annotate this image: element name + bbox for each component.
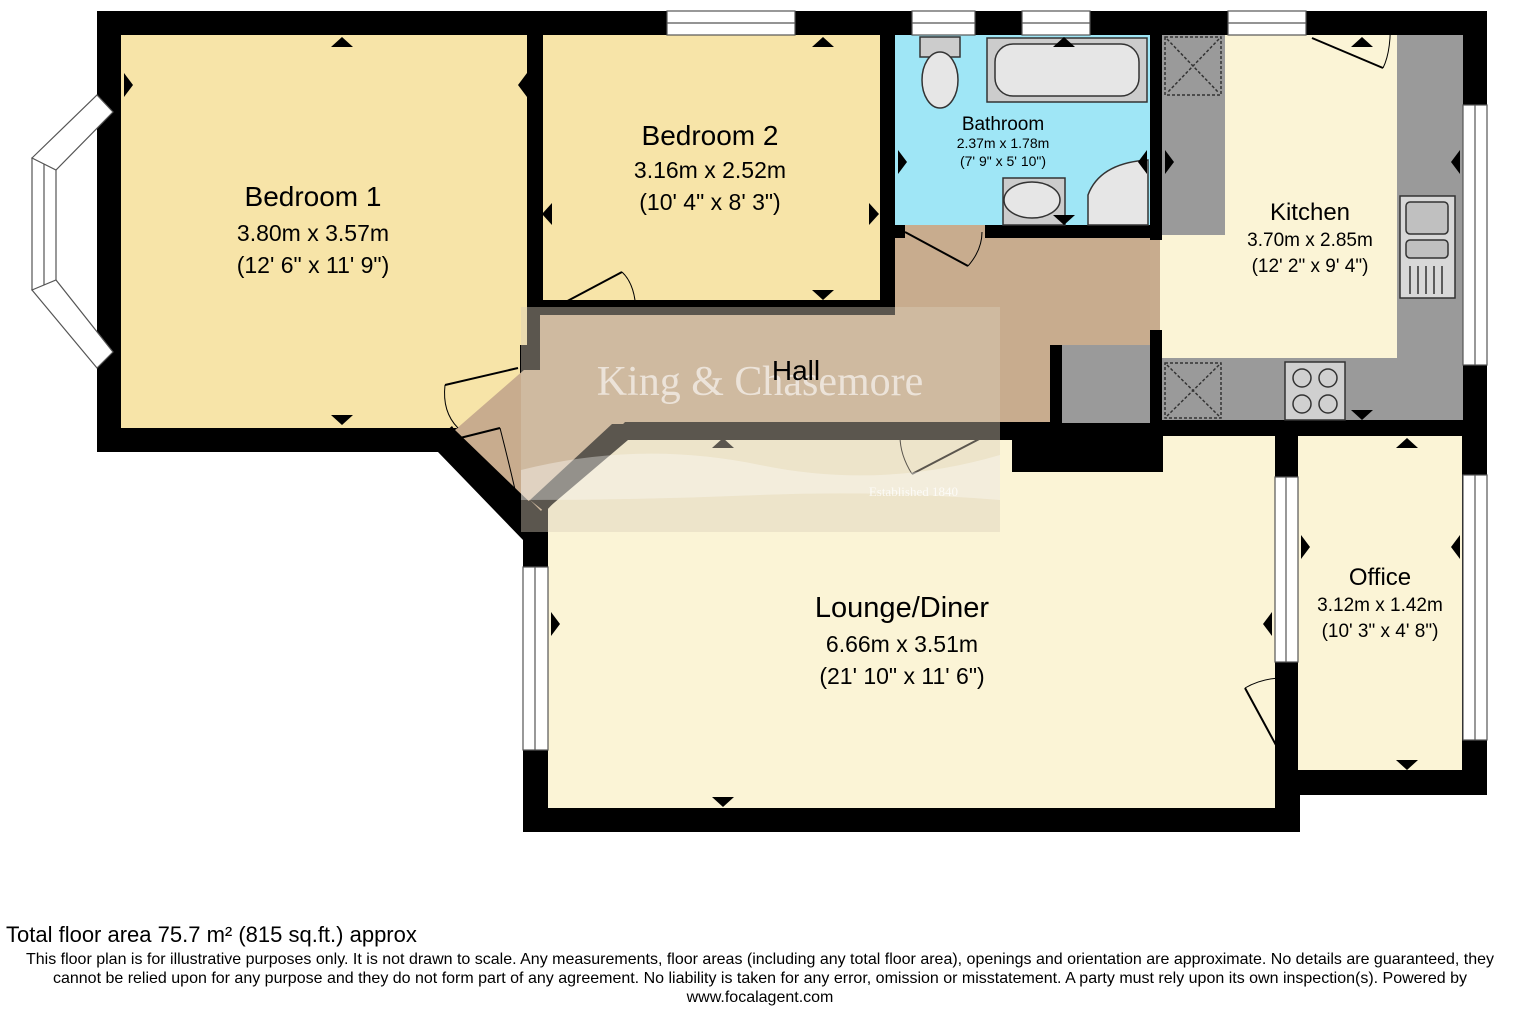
watermark-panel xyxy=(521,307,1000,532)
kitchen-appliances xyxy=(1164,36,1456,421)
bedroom1-imperial: (12' 6" x 11' 9") xyxy=(237,252,390,278)
office-imperial: (10' 3" x 4' 8") xyxy=(1322,621,1439,642)
bathroom-metric: 2.37m x 1.78m xyxy=(957,135,1050,151)
total-floor-area: Total floor area 75.7 m² (815 sq.ft.) ap… xyxy=(6,922,417,947)
watermark: King & Chasemore Established 1840 xyxy=(521,307,1000,532)
bathroom-name: Bathroom xyxy=(962,114,1044,135)
kitchen-name: Kitchen xyxy=(1270,199,1350,226)
shower-tray xyxy=(1087,159,1149,226)
lounge-floor xyxy=(548,436,1275,808)
toilet-bowl xyxy=(921,51,959,109)
bedroom1-floor xyxy=(121,35,527,428)
footer: Total floor area 75.7 m² (815 sq.ft.) ap… xyxy=(6,922,1514,1007)
watermark-established: Established 1840 xyxy=(869,484,958,499)
lounge-imperial: (21' 10" x 11' 6") xyxy=(819,663,984,689)
hob xyxy=(1284,361,1346,421)
kitchen-imperial: (12' 2" x 9' 4") xyxy=(1252,256,1369,277)
windows xyxy=(30,10,1488,751)
interior-walls xyxy=(438,35,1463,802)
bedroom2-metric: 3.16m x 2.52m xyxy=(634,157,786,183)
office-name: Office xyxy=(1349,564,1411,591)
bedroom1-name: Bedroom 1 xyxy=(245,181,382,212)
bathroom-fixtures xyxy=(919,36,1149,226)
extractor-box xyxy=(1164,36,1222,96)
appliance-box xyxy=(1164,362,1222,419)
watermark-brand: King & Chasemore xyxy=(597,359,924,405)
hall-name: Hall xyxy=(772,355,820,386)
floor-plan: King & Chasemore Established 1840 Bedroo… xyxy=(30,10,1488,832)
dimension-markers xyxy=(124,37,1460,807)
hall-floor xyxy=(455,225,1160,512)
lounge-metric: 6.66m x 3.51m xyxy=(826,631,978,657)
office-floor xyxy=(1298,436,1462,770)
office-metric: 3.12m x 1.42m xyxy=(1317,595,1443,616)
bedroom2-floor xyxy=(543,35,880,300)
room-labels: Bedroom 1 3.80m x 3.57m (12' 6" x 11' 9"… xyxy=(237,114,1443,689)
bathroom-imperial: (7' 9" x 5' 10") xyxy=(960,153,1046,169)
bedroom2-name: Bedroom 2 xyxy=(642,120,779,151)
watermark-swoosh xyxy=(521,453,1000,500)
bedroom1-metric: 3.80m x 3.57m xyxy=(237,220,389,246)
lounge-name: Lounge/Diner xyxy=(815,592,989,624)
doors xyxy=(444,13,1391,759)
bedroom2-imperial: (10' 4" x 8' 3") xyxy=(639,189,780,215)
kitchen-metric: 3.70m x 2.85m xyxy=(1247,230,1373,251)
kitchen-floor xyxy=(1160,35,1463,420)
disclaimer: This floor plan is for illustrative purp… xyxy=(25,951,1495,1006)
